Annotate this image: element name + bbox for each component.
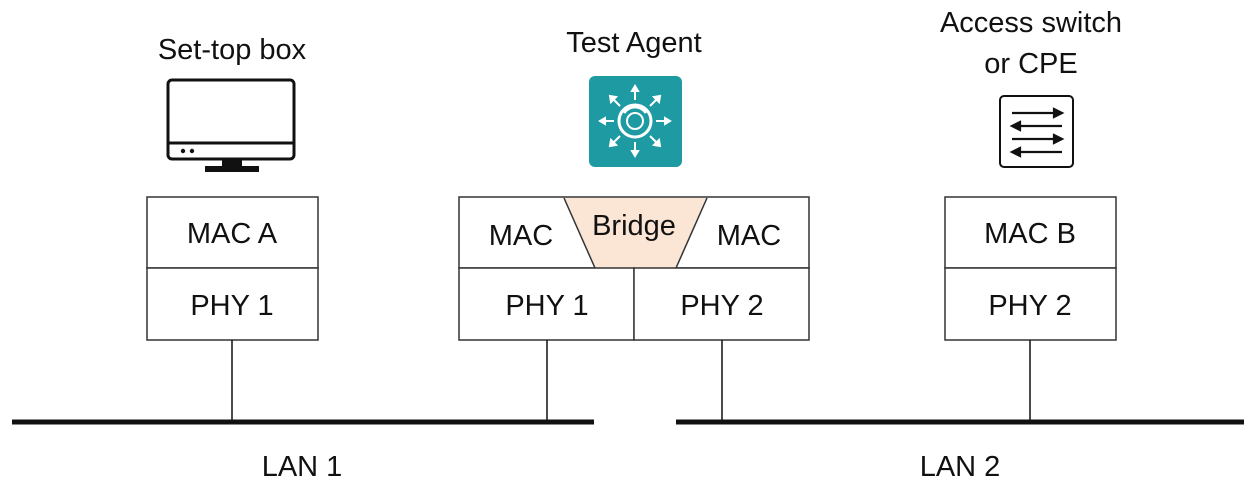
test-agent-mac-left-label: MAC [489,220,553,252]
access-phy-box [944,267,1117,341]
test-agent-logo-icon [589,76,682,167]
settop-phy-label: PHY 1 [190,290,273,322]
bridge-left-edge [563,197,596,269]
access-switch-title-line2: or CPE [984,48,1077,80]
test-agent-phy2-box [633,267,810,341]
test-agent-title: Test Agent [566,27,701,59]
settop-phy-box [146,267,319,341]
access-mac-box [944,196,1117,269]
test-agent-phy2-label: PHY 2 [680,290,763,322]
bridge-fill [564,198,707,268]
access-mac-label: MAC B [984,218,1076,250]
lan1-label: LAN 1 [262,451,343,483]
test-agent-phy1-label: PHY 1 [505,290,588,322]
settop-mac-label: MAC A [187,218,278,250]
test-agent-phy1-box [458,267,635,341]
switch-icon [999,95,1074,168]
access-switch-title-line1: Access switch [940,7,1122,39]
test-agent-device: Test Agent MAC Bridge MAC PHY [458,27,810,422]
access-switch-device: Access switch or CPE MAC B PHY 2 [940,7,1122,422]
bridge-label: Bridge [592,210,676,242]
settop-box-title: Set-top box [158,34,307,66]
settop-box-device: Set-top box MAC A PHY 1 [146,34,319,422]
access-phy-label: PHY 2 [988,290,1071,322]
bridge-right-edge [675,197,708,269]
lan2-label: LAN 2 [920,451,1001,483]
monitor-icon [166,78,296,172]
test-agent-mac-right-label: MAC [717,220,781,252]
